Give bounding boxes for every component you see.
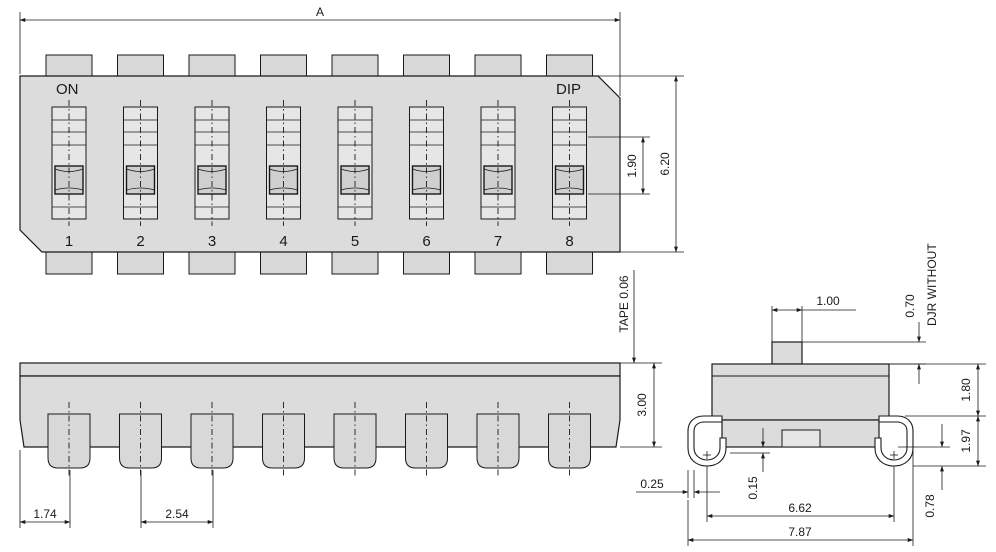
side-pin-5	[333, 402, 377, 476]
bottom-pad-3	[188, 251, 236, 275]
inner-span-dimension: 6.62	[706, 466, 895, 522]
top-view-body	[19, 75, 621, 253]
inner-span-label: 6.62	[788, 501, 812, 515]
knob-height-label: 1.90	[625, 154, 639, 178]
dip-label: DIP	[556, 81, 581, 98]
switch-2[interactable]: 2	[123, 100, 158, 250]
switch-1[interactable]: 1	[51, 100, 87, 250]
hook-offset-dimension: 0.78	[898, 424, 950, 518]
switch-array: 1 2 3 4 5 6 7 8	[51, 100, 587, 250]
top-pad-7	[474, 54, 522, 77]
tape-label: TAPE 0.06	[617, 275, 631, 332]
outer-span-label: 7.87	[788, 525, 812, 539]
end-view: 1.00 0.70 DJR WITHOUT 1.80 1.97	[636, 243, 986, 546]
lead-thickness-label: 0.25	[640, 477, 664, 491]
pitch-dimension: 2.54	[140, 470, 214, 528]
side-pin-6	[405, 402, 448, 476]
bottom-pad-8	[546, 251, 593, 275]
side-height-label: 3.00	[635, 393, 649, 417]
edge-offset-dimension: 1.74	[19, 450, 71, 528]
lead-thickness-dimension: 0.25	[636, 470, 720, 498]
switch-number-1: 1	[65, 233, 73, 250]
side-pin-8	[548, 402, 591, 476]
side-pin-7	[476, 402, 520, 476]
switch-3[interactable]: 3	[194, 100, 230, 250]
bottom-slot	[781, 429, 821, 448]
hook-height-dimension: 1.97	[913, 415, 986, 467]
hook-offset-label: 0.78	[923, 494, 937, 518]
top-pad-4	[260, 54, 307, 77]
switch-8[interactable]: 8	[552, 100, 587, 250]
actuator-width-label: 1.00	[816, 294, 840, 308]
switch-number-3: 3	[208, 233, 216, 250]
lead-centre-marks	[703, 451, 898, 459]
edge-offset-label: 1.74	[33, 507, 57, 521]
actuator	[771, 341, 803, 365]
switch-number-2: 2	[136, 233, 144, 250]
bottom-pad-1	[45, 251, 93, 275]
side-pin-1	[47, 402, 91, 476]
side-view-body	[19, 375, 621, 448]
bottom-corner-chamfer	[19, 229, 43, 253]
on-label: ON	[56, 81, 79, 98]
top-pads-lower	[45, 251, 593, 275]
switch-number-7: 7	[494, 233, 502, 250]
standoff-label: 0.15	[746, 476, 760, 500]
end-view-upper-body	[711, 363, 890, 421]
knob-height-dimension: 1.90	[588, 136, 650, 195]
top-pad-8	[546, 54, 593, 77]
top-pad-5	[331, 54, 379, 77]
top-pad-6	[403, 54, 450, 77]
side-view: TAPE 0.06 3.00 1.74 2.54	[19, 270, 662, 528]
switch-6[interactable]: 6	[409, 100, 444, 250]
hook-height-label: 1.97	[959, 429, 973, 453]
switch-number-6: 6	[422, 233, 430, 250]
standoff-dimension: 0.15	[730, 428, 770, 500]
body-height-end-label: 1.80	[959, 378, 973, 402]
switch-number-8: 8	[565, 233, 573, 250]
pitch-label: 2.54	[165, 507, 189, 521]
right-j-lead	[874, 415, 914, 467]
actuator-height-dimension: 0.70	[802, 294, 926, 384]
side-pin-3	[190, 402, 234, 476]
actuator-width-dimension: 1.00	[771, 294, 856, 342]
top-view: 1 2 3 4 5 6 7 8 ON DIP A 1.90 6.20	[19, 5, 684, 275]
bottom-pad-2	[117, 251, 164, 275]
top-pad-1	[45, 54, 93, 77]
top-corner-chamfer	[597, 75, 621, 99]
switch-number-5: 5	[351, 233, 359, 250]
bottom-pad-4	[260, 251, 307, 275]
overall-width-label: A	[316, 5, 324, 19]
switch-7[interactable]: 7	[480, 100, 516, 250]
top-pad-3	[188, 54, 236, 77]
bottom-pad-6	[403, 251, 450, 275]
tape-dimension: TAPE 0.06	[617, 270, 662, 364]
djr-note: DJR WITHOUT	[925, 243, 939, 326]
side-height-dimension: 3.00	[620, 362, 662, 448]
overall-width-dimension: A	[19, 5, 621, 96]
switch-5[interactable]: 5	[337, 100, 373, 250]
side-pins	[47, 402, 591, 476]
switch-number-4: 4	[279, 233, 287, 250]
top-pads-upper	[45, 54, 593, 77]
body-height-label: 6.20	[658, 152, 672, 176]
body-height-dimension: 6.20	[598, 75, 684, 253]
left-j-lead	[687, 415, 727, 467]
side-pin-2	[119, 402, 162, 476]
side-pin-4	[262, 402, 305, 476]
body-height-end-dimension: 1.80	[889, 363, 986, 417]
bottom-pad-5	[331, 251, 379, 275]
switch-4[interactable]: 4	[266, 100, 301, 250]
actuator-height-label: 0.70	[903, 294, 917, 318]
bottom-pad-7	[474, 251, 522, 275]
top-pad-2	[117, 54, 164, 77]
outer-span-dimension: 7.87	[687, 450, 914, 546]
side-view-cover	[19, 362, 621, 377]
